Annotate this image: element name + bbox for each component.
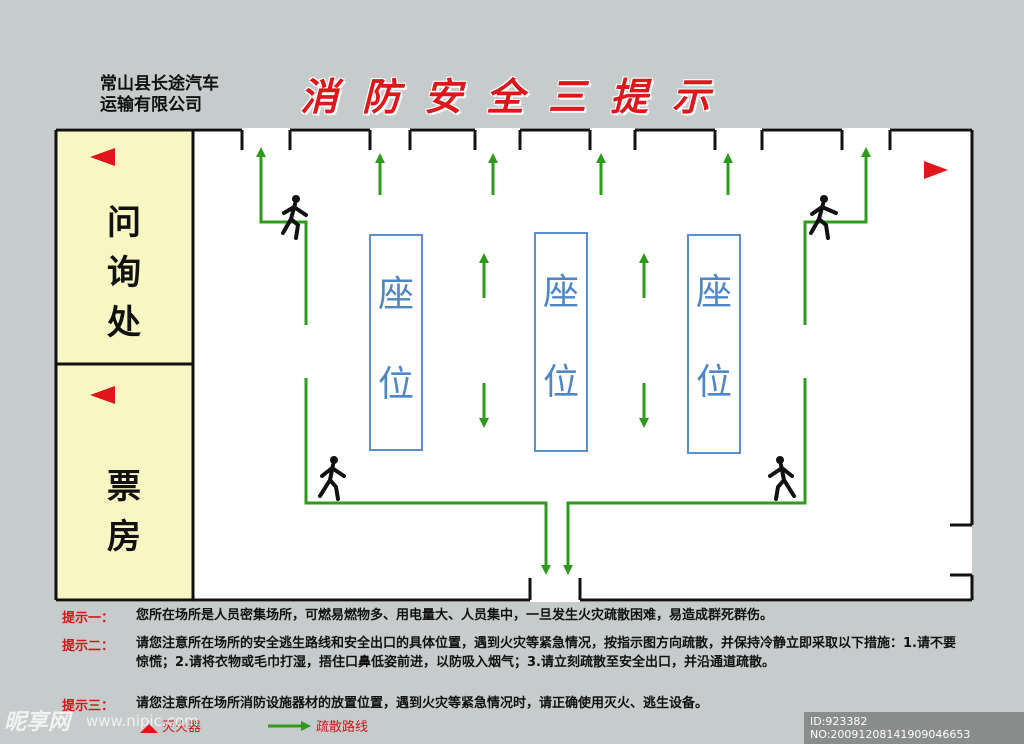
seat-label-2: 座 位 [542,272,579,403]
seat-label-3: 座 位 [695,272,732,403]
tip-3-text: 请您注意所在场所消防设施器材的放置位置，遇到火灾等紧急情况时，请正确使用灭火、逃… [136,696,709,711]
company-name: 常山县长途汽车 运输有限公司 [100,74,219,115]
ticket-room-label: 票 房 [107,467,141,557]
evacuation-routes [256,147,871,731]
inquiry-room-label: 问 询 处 [107,203,141,343]
watermark-url: www.nipic.com [86,712,199,730]
legend-route-label: 疏散路线 [316,720,369,735]
legend-extinguisher-label: 灭火器 [162,720,202,735]
tip-2-text: 请您注意所在场所的安全逃生路线和安全出口的具体位置，遇到火灾等紧急情况，按指示图… [136,636,956,670]
watermark-id: ID:923382 NO:20091208141909046653 [804,712,1024,744]
extinguisher-markers [90,148,948,733]
tip-2-label: 提示二： [62,639,115,654]
running-person-icons [281,195,838,501]
seat-block-3 [687,234,741,454]
tip-1-label: 提示一： [62,611,115,626]
poster-title: 消防安全三提示 [300,75,735,119]
walls [54,128,974,602]
watermark-brand: 昵享网 [4,710,71,735]
inquiry-room [56,130,193,364]
tip-3-label: 提示三： [62,699,115,714]
ticket-room [56,364,193,600]
seat-label-1: 座 位 [377,274,414,405]
seat-block-1 [369,234,423,451]
seat-block-2 [534,232,588,452]
tip-1-text: 您所在场所是人员密集场所，可燃易燃物多、用电量大、人员集中，一旦发生火灾疏散困难… [136,608,774,623]
